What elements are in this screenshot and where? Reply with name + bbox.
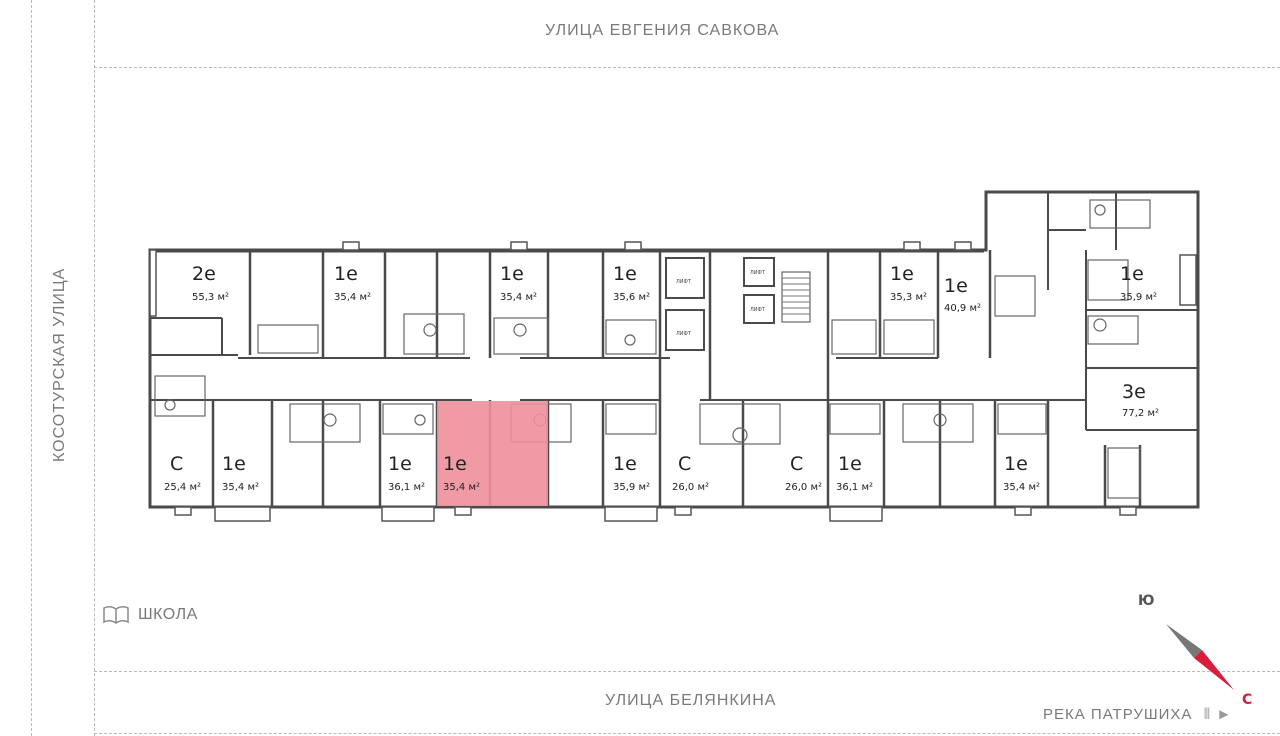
selected-unit-highlight[interactable]	[437, 401, 548, 506]
unit-area: 36,1 м²	[836, 482, 873, 493]
unit-label-bottom[interactable]: 1е 36,1 м²	[836, 453, 873, 493]
unit-area: 36,1 м²	[388, 482, 425, 493]
unit-type: 1е	[890, 263, 914, 285]
unit-label-top[interactable]: 1е 40,9 м²	[944, 275, 981, 314]
unit-label-bottom[interactable]: 1е 35,4 м²	[1003, 453, 1040, 493]
south-street-edge-bottom	[94, 733, 1280, 734]
unit-type: 1е	[1004, 453, 1028, 475]
unit-area: 26,0 м²	[672, 482, 709, 493]
unit-label-top[interactable]: 1е 35,4 м²	[334, 263, 371, 303]
unit-area: 35,9 м²	[613, 482, 650, 493]
unit-type: 1е	[443, 453, 467, 475]
unit-area: 25,4 м²	[164, 482, 201, 493]
unit-label-bottom[interactable]: 1е 36,1 м²	[388, 453, 425, 493]
unit-area: 35,4 м²	[222, 482, 259, 493]
unit-label-top[interactable]: 1е 35,6 м²	[613, 263, 650, 303]
unit-type: С	[678, 453, 691, 475]
unit-label-bottom[interactable]: С 26,0 м²	[785, 453, 822, 493]
bathroom-fixtures	[154, 199, 1151, 499]
unit-type: С	[170, 453, 183, 475]
south-street-edge-top	[94, 671, 1280, 672]
compass-south-label: Ю	[1138, 593, 1155, 609]
river-arrow-icon: ⦀ ►	[1203, 706, 1233, 723]
unit-area: 35,3 м²	[890, 292, 927, 303]
river-name: РЕКА ПАТРУШИХА	[1043, 706, 1193, 723]
unit-label-bottom[interactable]: 1е 35,9 м²	[613, 453, 650, 493]
north-street-edge	[94, 67, 1280, 68]
elevator-label: ЛИФТ	[676, 279, 692, 285]
unit-type: 1е	[1120, 263, 1144, 285]
unit-type: 1е	[500, 263, 524, 285]
unit-label-top[interactable]: 1е 35,4 м²	[500, 263, 537, 303]
elevator-label: ЛИФТ	[750, 270, 766, 276]
unit-label-top[interactable]: 3е 77,2 м²	[1122, 381, 1159, 419]
unit-area: 35,4 м²	[443, 482, 480, 493]
site-boundary-left	[31, 0, 32, 736]
unit-area: 35,4 м²	[334, 292, 371, 303]
river-label: РЕКА ПАТРУШИХА ⦀ ►	[1043, 706, 1232, 723]
compass-arrow-icon	[1166, 624, 1234, 690]
unit-type: 1е	[222, 453, 246, 475]
compass: Ю С	[1130, 590, 1270, 720]
unit-label-bottom[interactable]: С 26,0 м²	[672, 453, 709, 493]
unit-area: 35,4 м²	[500, 292, 537, 303]
elevator-label: ЛИФТ	[750, 307, 766, 313]
unit-label-bottom-selected[interactable]: 1е 35,4 м²	[443, 453, 480, 493]
unit-label-bottom[interactable]: 1е 35,4 м²	[222, 453, 259, 493]
unit-label-top[interactable]: 2е 55,3 м²	[192, 263, 229, 303]
unit-area: 55,3 м²	[192, 292, 229, 303]
unit-label-bottom[interactable]: С 25,4 м²	[164, 453, 201, 493]
book-icon	[103, 605, 129, 624]
unit-area: 77,2 м²	[1122, 408, 1159, 419]
unit-label-top[interactable]: 1е 35,3 м²	[890, 263, 927, 303]
unit-area: 35,4 м²	[1003, 482, 1040, 493]
unit-label-top[interactable]: 1е 35,9 м²	[1120, 263, 1157, 303]
stairs	[782, 277, 810, 315]
compass-north-label: С	[1242, 692, 1253, 708]
unit-area: 40,9 м²	[944, 303, 981, 314]
unit-type: 1е	[613, 453, 637, 475]
unit-type: 1е	[838, 453, 862, 475]
plan-walls	[148, 190, 1200, 509]
unit-area: 35,6 м²	[613, 292, 650, 303]
street-label-south: УЛИЦА БЕЛЯНКИНА	[605, 692, 777, 709]
balconies	[149, 241, 1197, 522]
unit-type: 1е	[388, 453, 412, 475]
site-boundary-inner-left	[94, 0, 95, 736]
elevator-labels: ЛИФТ ЛИФТ ЛИФТ ЛИФТ	[676, 270, 766, 337]
unit-type: 1е	[613, 263, 637, 285]
unit-area: 26,0 м²	[785, 482, 822, 493]
unit-type: 1е	[334, 263, 358, 285]
school-marker: ШКОЛА	[102, 605, 198, 625]
street-label-north: УЛИЦА ЕВГЕНИЯ САВКОВА	[545, 22, 780, 39]
unit-type: 3е	[1122, 381, 1146, 403]
school-label: ШКОЛА	[138, 606, 198, 623]
unit-type: 2е	[192, 263, 216, 285]
unit-type: 1е	[944, 275, 968, 297]
unit-area: 35,9 м²	[1120, 292, 1157, 303]
unit-type: С	[790, 453, 803, 475]
elevator-label: ЛИФТ	[676, 331, 692, 337]
